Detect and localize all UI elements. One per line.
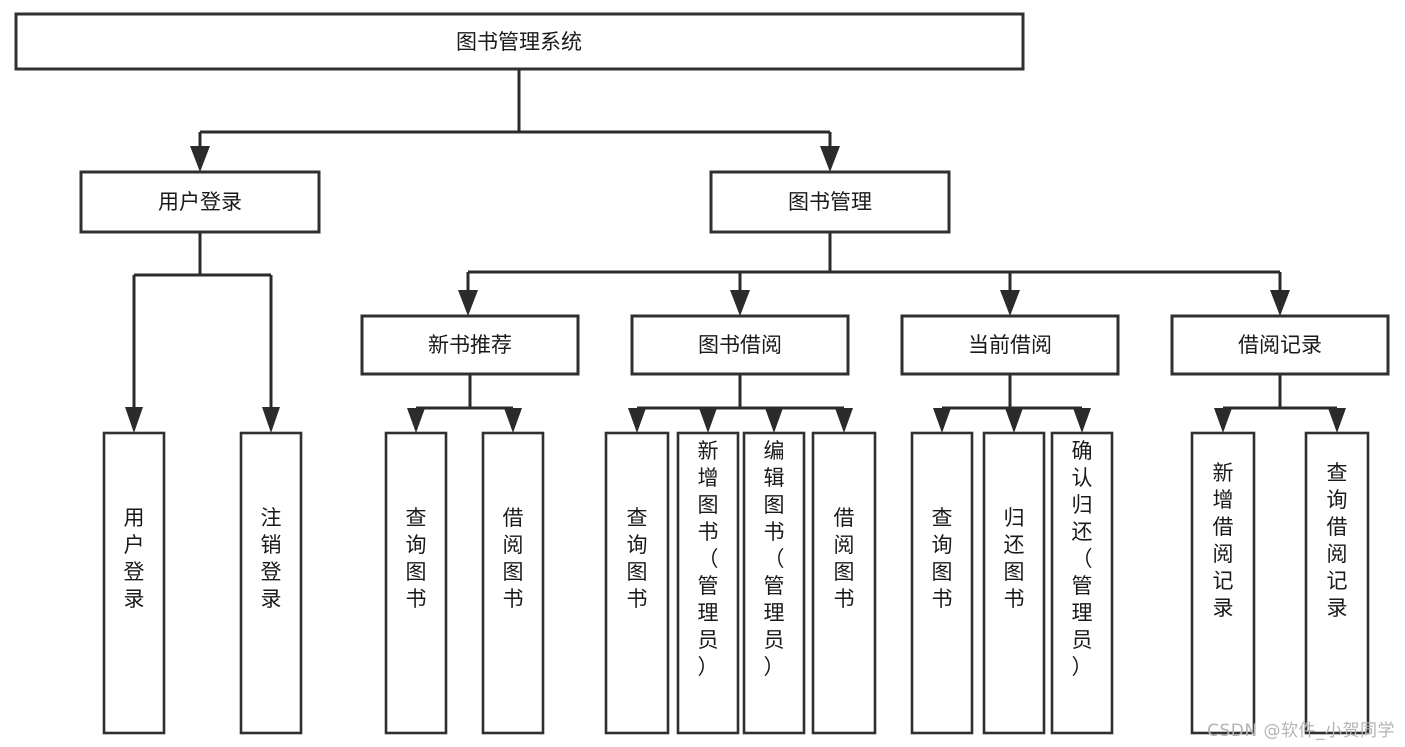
node-leaf-add-borrow-record-label: 新增借阅记录 (1213, 461, 1234, 620)
node-leaf-query-book-borrow[interactable]: 查询图书 (604, 431, 670, 735)
node-leaf-query-borrow-record-box[interactable] (1304, 431, 1370, 735)
node-current-borrow-box[interactable] (900, 314, 1120, 376)
arrowhead-leaf-add-borrow-record (1214, 408, 1232, 433)
node-leaf-add-book-admin[interactable]: 新增图书（管理员） (676, 431, 740, 735)
node-leaf-confirm-return-admin-box[interactable] (1050, 431, 1114, 735)
arrowhead-leaf-query-book-rec (407, 408, 425, 433)
node-leaf-user-login-box[interactable] (102, 431, 166, 735)
node-user-login-box[interactable] (79, 170, 321, 234)
arrowhead-leaf-confirm-return-admin (1073, 408, 1091, 433)
arrowhead-current-borrow (1000, 290, 1020, 316)
arrowhead-leaf-return-book (1005, 408, 1023, 433)
node-leaf-user-login-label: 用户登录 (124, 506, 145, 611)
node-leaf-borrow-book-rec-box[interactable] (481, 431, 545, 735)
node-leaf-user-login[interactable]: 用户登录 (102, 431, 166, 735)
arrowhead-leaf-borrow-book (835, 408, 853, 433)
node-root[interactable]: 图书管理系统 (14, 12, 1025, 71)
arrowhead-leaf-query-book-current (933, 408, 951, 433)
node-leaf-add-borrow-record[interactable]: 新增借阅记录 (1190, 431, 1256, 735)
node-new-book-recommend-box[interactable] (360, 314, 580, 376)
node-leaf-query-book-current[interactable]: 查询图书 (910, 431, 974, 735)
node-new-book-recommend[interactable]: 新书推荐 (360, 314, 580, 376)
arrowhead-new-book-recommend (458, 290, 478, 316)
node-leaf-query-borrow-record[interactable]: 查询借阅记录 (1304, 431, 1370, 735)
arrowhead-leaf-borrow-book-rec (504, 408, 522, 433)
node-user-login-label: 用户登录 (158, 190, 242, 214)
arrowhead-leaf-user-logout (262, 407, 280, 433)
node-leaf-query-book-borrow-label: 查询图书 (627, 506, 648, 611)
node-leaf-borrow-book-label: 借阅图书 (834, 506, 855, 611)
arrowhead-leaf-user-login (125, 407, 143, 433)
node-layer: 图书管理系统 用户登录 图书管理 新书推荐 图书借阅 当前 (14, 12, 1390, 735)
node-leaf-borrow-book[interactable]: 借阅图书 (811, 431, 877, 735)
connector-layer (125, 69, 1346, 433)
node-leaf-user-logout[interactable]: 注销登录 (239, 431, 303, 735)
node-book-borrow-label: 图书借阅 (698, 333, 782, 357)
arrowhead-book-manage (820, 146, 840, 172)
node-leaf-borrow-book-box[interactable] (811, 431, 877, 735)
arrowhead-borrow-record (1270, 290, 1290, 316)
node-leaf-query-book-rec[interactable]: 查询图书 (384, 431, 448, 735)
node-leaf-confirm-return-admin-label: 确认归还（管理员） (1072, 439, 1093, 679)
node-leaf-confirm-return-admin[interactable]: 确认归还（管理员） (1050, 431, 1114, 735)
node-root-box[interactable] (14, 12, 1025, 71)
node-leaf-query-book-rec-box[interactable] (384, 431, 448, 735)
arrowhead-book-borrow (730, 290, 750, 316)
node-leaf-return-book-label: 归还图书 (1004, 506, 1025, 611)
node-leaf-query-book-borrow-box[interactable] (604, 431, 670, 735)
arrowhead-user-login (190, 146, 210, 172)
node-leaf-query-book-current-label: 查询图书 (932, 506, 953, 611)
node-borrow-record-label: 借阅记录 (1238, 333, 1322, 357)
node-leaf-return-book[interactable]: 归还图书 (982, 431, 1046, 735)
node-book-borrow[interactable]: 图书借阅 (630, 314, 850, 376)
node-leaf-add-book-admin-label: 新增图书（管理员） (698, 439, 719, 679)
arrowhead-leaf-edit-book-admin (765, 408, 783, 433)
node-borrow-record[interactable]: 借阅记录 (1170, 314, 1390, 376)
node-book-manage[interactable]: 图书管理 (709, 170, 951, 234)
arrowhead-leaf-query-book-borrow (628, 408, 646, 433)
node-leaf-borrow-book-rec[interactable]: 借阅图书 (481, 431, 545, 735)
node-leaf-borrow-book-rec-label: 借阅图书 (503, 506, 524, 611)
node-book-borrow-box[interactable] (630, 314, 850, 376)
node-leaf-query-book-rec-label: 查询图书 (406, 506, 427, 611)
node-leaf-edit-book-admin-box[interactable] (742, 431, 806, 735)
node-leaf-query-borrow-record-label: 查询借阅记录 (1327, 461, 1348, 620)
node-current-borrow[interactable]: 当前借阅 (900, 314, 1120, 376)
arrowhead-leaf-add-book-admin (699, 408, 717, 433)
node-leaf-edit-book-admin-label: 编辑图书（管理员） (764, 439, 785, 679)
node-leaf-user-logout-label: 注销登录 (261, 506, 282, 611)
node-leaf-add-borrow-record-box[interactable] (1190, 431, 1256, 735)
node-new-book-recommend-label: 新书推荐 (428, 333, 512, 357)
node-borrow-record-box[interactable] (1170, 314, 1390, 376)
arrowhead-leaf-query-borrow-record (1328, 408, 1346, 433)
node-current-borrow-label: 当前借阅 (968, 333, 1052, 357)
node-user-login[interactable]: 用户登录 (79, 170, 321, 234)
node-leaf-return-book-box[interactable] (982, 431, 1046, 735)
node-book-manage-box[interactable] (709, 170, 951, 234)
node-root-label: 图书管理系统 (456, 30, 582, 54)
node-book-manage-label: 图书管理 (788, 190, 872, 214)
node-leaf-user-logout-box[interactable] (239, 431, 303, 735)
node-leaf-query-book-current-box[interactable] (910, 431, 974, 735)
node-leaf-add-book-admin-box[interactable] (676, 431, 740, 735)
node-leaf-edit-book-admin[interactable]: 编辑图书（管理员） (742, 431, 806, 735)
